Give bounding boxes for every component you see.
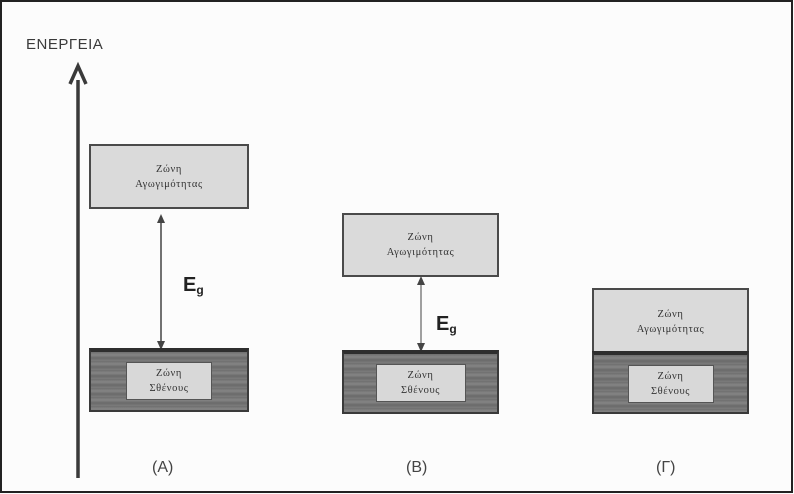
conduction-band-b-text: Ζώνη Αγωγιμότητας [387,230,455,260]
case-label-b: (B) [406,459,428,476]
valence-band-b-line2: Σθένους [400,385,441,396]
energy-gap-label-a: Eg [183,274,204,297]
valence-band-a-label-panel: Ζώνη Σθένους [126,362,212,400]
valence-band-c: Ζώνη Σθένους [592,351,749,414]
energy-axis-arrowhead [68,61,88,85]
valence-band-c-text: Ζώνη Σθένους [651,369,690,399]
valence-band-b-text: Ζώνη Σθένους [401,368,440,398]
case-label-c: (Γ) [656,459,676,476]
energy-gap-subscript-b: g [449,322,457,336]
conduction-band-c-line2: Αγωγιμότητας [636,324,705,335]
valence-band-c-line1: Ζώνη [657,370,684,382]
conduction-band-a: Ζώνη Αγωγιμότητας [89,144,249,209]
valence-band-b: Ζώνη Σθένους [342,350,499,414]
valence-band-c-line2: Σθένους [650,385,691,397]
valence-band-a-line1: Ζώνη [156,368,182,379]
energy-gap-symbol-a: E [183,274,197,296]
conduction-band-c: Ζώνη Αγωγιμότητας [592,288,749,354]
energy-gap-label-b: Eg [436,313,457,336]
valence-band-a-line2: Σθένους [149,383,189,394]
valence-band-a-text: Ζώνη Σθένους [149,366,188,396]
valence-band-a: Ζώνη Σθένους [89,348,249,412]
conduction-band-c-text: Ζώνη Αγωγιμότητας [637,307,705,337]
valence-band-c-label-panel: Ζώνη Σθένους [627,364,714,403]
conduction-band-a-text: Ζώνη Αγωγιμότητας [135,162,203,192]
conduction-band-b-line1: Ζώνη [407,232,434,243]
energy-gap-symbol-b: E [436,313,450,335]
energy-axis-label: ΕΝΕΡΓΕΙΑ [26,36,104,53]
conduction-band-b: Ζώνη Αγωγιμότητας [342,213,499,277]
conduction-band-a-line2: Αγωγιμότητας [135,178,203,190]
conduction-band-b-line2: Αγωγιμότητας [386,247,455,258]
valence-band-b-line1: Ζώνη [407,370,434,381]
conduction-band-a-line1: Ζώνη [156,163,182,175]
valence-band-b-label-panel: Ζώνη Σθένους [375,364,466,402]
conduction-band-c-line1: Ζώνη [657,309,684,320]
energy-gap-subscript-a: g [196,283,204,297]
case-label-a: (A) [152,459,174,476]
